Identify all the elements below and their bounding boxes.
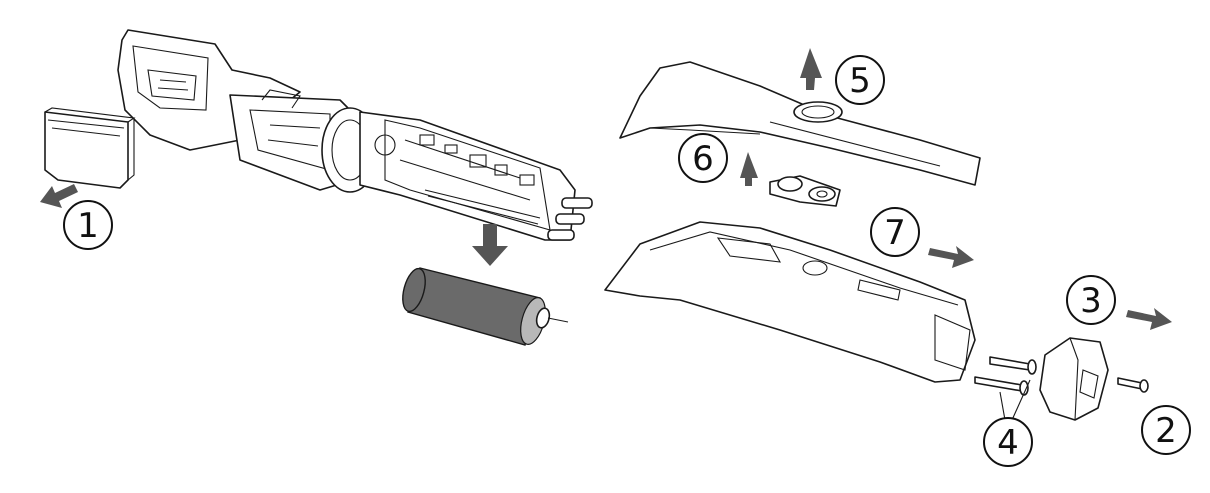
step-callout-3: 3 <box>1066 275 1116 325</box>
screw-step-2 <box>1117 377 1149 393</box>
leader-line-4 <box>999 379 1031 421</box>
bottom-housing-part <box>604 221 976 383</box>
step-callout-6: 6 <box>678 133 728 183</box>
step-callout-2: 2 <box>1141 405 1191 455</box>
step-callout-4: 4 <box>983 417 1033 467</box>
step-number-5: 5 <box>849 61 871 101</box>
arrow-down-left-icon <box>40 184 78 208</box>
front-cap-part <box>44 107 136 189</box>
step-number-1: 1 <box>77 206 99 246</box>
motor-pcb-assembly <box>117 29 593 241</box>
step-number-6: 6 <box>692 139 714 179</box>
step-number-2: 2 <box>1155 411 1177 451</box>
step-number-4: 4 <box>997 423 1019 463</box>
arrow-down-icon <box>472 224 508 266</box>
step-callout-5: 5 <box>835 55 885 105</box>
end-cap-part <box>1039 337 1109 421</box>
top-cover-part <box>619 61 981 186</box>
battery-cell <box>402 267 569 346</box>
step-callout-7: 7 <box>870 207 920 257</box>
arrow-up-icon-step-6 <box>740 152 758 186</box>
step-number-7: 7 <box>884 213 906 253</box>
step-callout-1: 1 <box>63 200 113 250</box>
step-number-3: 3 <box>1080 281 1102 321</box>
arrow-up-icon-step-5 <box>800 48 822 90</box>
screws-step-4 <box>974 356 1037 396</box>
arrow-right-icon-step-7 <box>928 246 974 268</box>
arrow-right-icon-step-3 <box>1126 308 1172 330</box>
button-part <box>769 175 841 207</box>
